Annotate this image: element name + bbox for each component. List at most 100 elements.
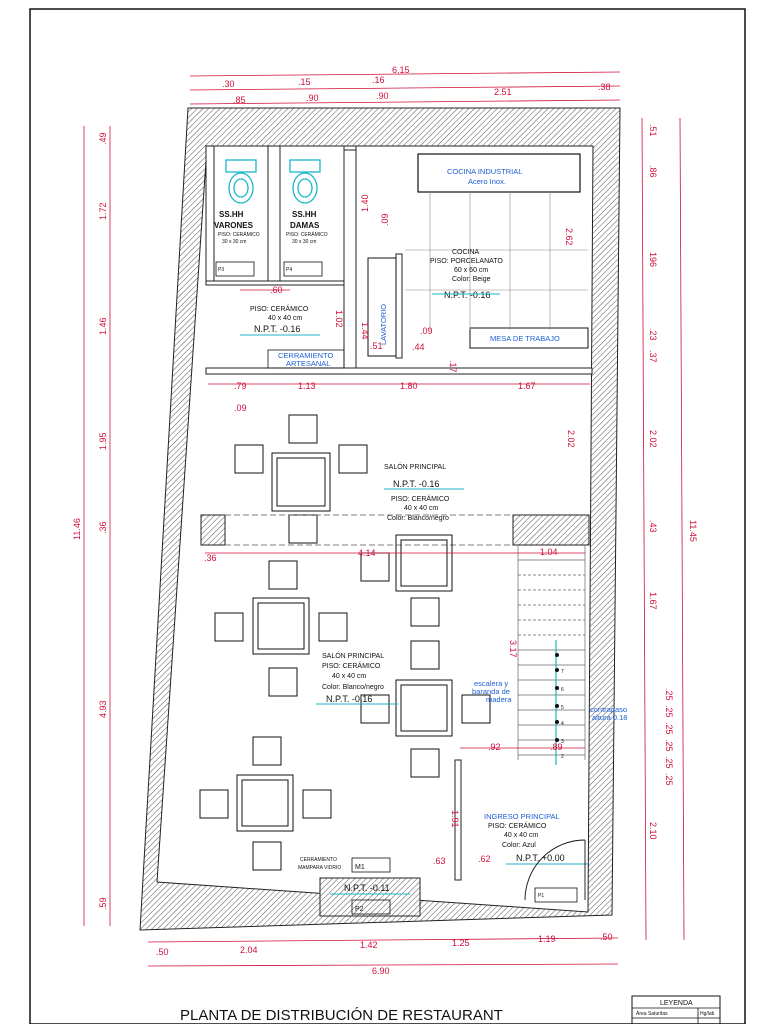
entry-npt: N.P.T. -0.11 [344, 883, 390, 893]
left-dim-146: 1.46 [98, 317, 108, 335]
inner-dim-60: .60 [270, 285, 283, 295]
legend-row-right: Hg/lab [700, 1011, 715, 1017]
top-dim-251: 2.51 [494, 87, 512, 97]
tag-m1: M1 [355, 864, 365, 871]
right-dim-25c: .25 [664, 722, 674, 735]
inner-dim-144: 1.44 [360, 322, 370, 340]
inner-dim-317: 3.17 [508, 640, 518, 658]
right-dim-86: .86 [648, 165, 658, 178]
cerr-mampara-2: MAMPARA VIDRIO [298, 865, 341, 871]
left-dim-total: 11.46 [72, 518, 82, 540]
toilet-varones-icon [225, 159, 257, 204]
stair-note-2: baranda de [472, 687, 510, 696]
staircase [517, 545, 586, 765]
left-dim-36: .36 [98, 521, 108, 534]
inner-dim-44: .44 [412, 342, 425, 352]
right-dim-37: .37 [648, 350, 658, 363]
right-dim-196: 196 [648, 252, 658, 267]
ingreso-color: Color: Azul [502, 842, 536, 849]
toilet-damas-icon [289, 159, 321, 204]
salon2-color: Color: Blanco/negro [322, 684, 384, 691]
inner-dim-180: 1.80 [400, 381, 418, 391]
right-dim-167: 1.67 [648, 592, 658, 610]
entry-door-swing [524, 839, 586, 901]
left-dim-49: .49 [98, 132, 108, 145]
step-4: 4 [561, 721, 564, 727]
inner-dim-62: .62 [478, 854, 491, 864]
legend-row-left: Área Saturitas [636, 1010, 668, 1017]
inner-dim-102: 1.02 [334, 310, 344, 328]
ss-damas-name: SS.HH [292, 210, 317, 219]
right-dim-25d: .25 [664, 739, 674, 752]
contrapaso-1: contrapaso [590, 705, 627, 714]
hall-floor: PISO: CERÁMICO [250, 304, 309, 313]
cerr-mampara-1: CERRAMIENTO [300, 857, 337, 863]
right-dim-25a: .25 [664, 688, 674, 701]
salon1-size: 40 x 40 cm [404, 505, 438, 512]
top-dim-30: .30 [222, 79, 235, 89]
stair-note-3: madera [486, 695, 512, 704]
hall-npt: N.P.T. -0.16 [254, 324, 300, 334]
dining-lower-set [199, 534, 491, 871]
salon1-color: Color: Blanco/negro [387, 515, 449, 522]
right-dim-25e: .25 [664, 756, 674, 769]
inner-dim-51: .51 [370, 341, 383, 351]
ss-varones-name2: VARONES [214, 221, 254, 230]
top-dim-85: .85 [233, 95, 246, 105]
bottom-dim-119: 1.19 [538, 934, 556, 944]
right-dim-total: 11.45 [688, 520, 698, 542]
mesa-trabajo-block: MESA DE TRABAJO [469, 327, 589, 349]
acero-label: Acero Inox. [468, 177, 506, 186]
cocina-industrial-label: COCINA INDUSTRIAL [447, 167, 522, 176]
top-dim-total: 6.15 [392, 65, 410, 75]
inner-dim-79: .79 [234, 381, 247, 391]
inner-dim-167: 1.67 [518, 381, 536, 391]
mesa-trabajo-label: MESA DE TRABAJO [490, 334, 560, 343]
inner-dim-202: 2.02 [566, 430, 576, 448]
left-dim-172: 1.72 [98, 202, 108, 220]
bottom-dim-125: 1.25 [452, 938, 470, 948]
lavatorio-block: LAVATORIO [367, 257, 397, 357]
tag-p3: P3 [218, 267, 224, 273]
salon1-npt: N.P.T. -0.16 [393, 479, 439, 489]
step-3: 3 [561, 739, 564, 745]
legend-header: LEYENDA [660, 1000, 693, 1007]
right-dim-43: .43 [648, 520, 658, 533]
cerramiento-label-1: CERRAMIENTO [278, 351, 333, 360]
inner-dim-140: 1.40 [360, 194, 370, 212]
bottom-dim-50a: .50 [156, 947, 169, 957]
salon2-size: 40 x 40 cm [332, 673, 366, 680]
inner-dim-63: .63 [433, 856, 446, 866]
salon1-floor: PISO: CERÁMICO [391, 494, 450, 503]
inner-dim-09c: .09 [420, 326, 433, 336]
left-dim-59: .59 [98, 897, 108, 910]
cocina-name: COCINA [452, 249, 480, 256]
top-dim-38: .38 [598, 82, 611, 92]
inner-dim-17: .17 [448, 360, 458, 373]
salon1-name: SALÓN PRINCIPAL [384, 462, 446, 471]
ss-varones-size: 30 x 30 cm [222, 239, 246, 245]
right-dim-25b: .25 [664, 705, 674, 718]
tag-p4: P4 [286, 267, 292, 273]
cocina-npt: N.P.T. -0.16 [444, 290, 490, 300]
ss-varones-floor: PISO: CERÁMICO [218, 231, 260, 238]
step-5: 5 [561, 705, 564, 711]
salon2-floor: PISO: CERÁMICO [322, 661, 381, 670]
contrapaso-2: altura 0.18 [592, 713, 627, 722]
cocina-floor: PISO: PORCELANATO [430, 258, 503, 265]
top-dim-15: .15 [298, 77, 311, 87]
inner-dim-09b: .09 [380, 213, 390, 226]
bottom-dim-total: 6.90 [372, 966, 390, 976]
ingreso-npt: N.P.T. +0.00 [516, 853, 565, 863]
right-dim-25f: .25 [664, 773, 674, 786]
top-dim-90a: .90 [306, 93, 319, 103]
hall-size: 40 x 40 cm [268, 315, 302, 322]
ss-damas-floor: PISO: CERÁMICO [286, 231, 328, 238]
step-2: 2 [561, 754, 564, 760]
step-6: 6 [561, 687, 564, 693]
right-dim-202: 2.02 [648, 430, 658, 448]
inner-dim-92: .92 [488, 742, 501, 752]
inner-dim-104: 1.04 [540, 547, 558, 557]
lavatorio-label: LAVATORIO [379, 304, 388, 345]
